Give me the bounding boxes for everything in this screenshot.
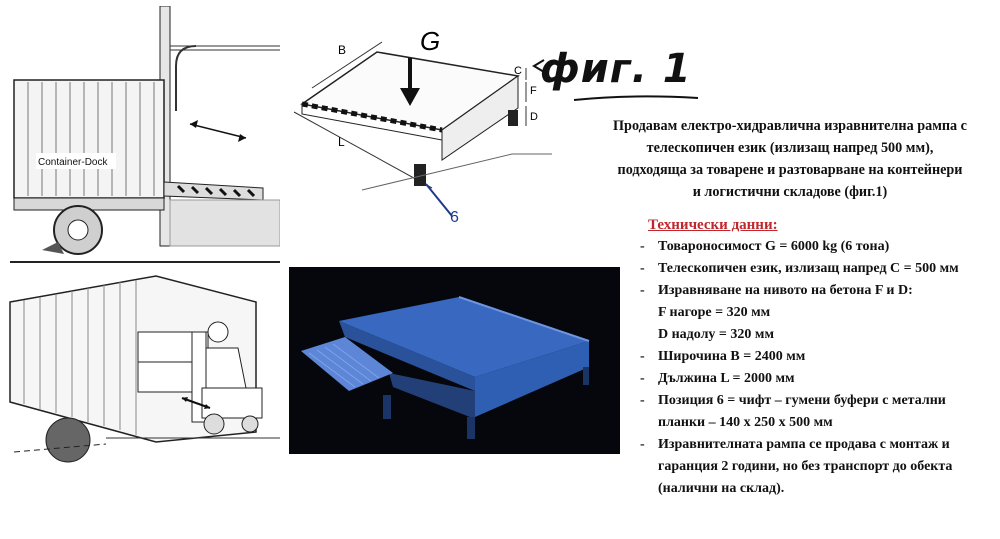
- spec-item: Телескопичен език, излизащ напред C = 50…: [628, 258, 984, 280]
- dim-l-label: L: [338, 135, 345, 149]
- ramp-diagram: B L C F D G 6: [293, 26, 552, 226]
- dim-f-label: F: [530, 85, 537, 97]
- dim-b-label: B: [338, 43, 346, 57]
- load-g-label: G: [420, 26, 440, 56]
- dim-d-label: D: [530, 111, 538, 123]
- bumper-6-label: 6: [450, 209, 459, 226]
- container-dock-label: Container-Dock: [38, 157, 108, 168]
- spec-leveling-up: F нагоре = 320 мм: [658, 305, 771, 320]
- spec-item: Изравнителната рампа се продава с монтаж…: [628, 434, 984, 500]
- spec-bumpers: Позиция 6 = чифт – гумени буфери с метал…: [658, 393, 946, 430]
- spec-item: Широчина B = 2400 мм: [628, 346, 984, 368]
- spec-item: Позиция 6 = чифт – гумени буфери с метал…: [628, 390, 984, 434]
- specs-list: Товароносимост G = 6000 kg (6 тона) Теле…: [628, 236, 984, 500]
- spec-item: Дължина L = 2000 мм: [628, 368, 984, 390]
- truck-dock-drawing: Container-Dock: [10, 6, 280, 263]
- spec-width: Широчина B = 2400 мм: [658, 349, 806, 364]
- spec-leveling-down: D надолу = 320 мм: [658, 327, 774, 342]
- dim-c-label: C: [514, 65, 522, 77]
- dock-leveler-photo: [289, 267, 620, 454]
- spec-sale-terms: Изравнителната рампа се продава с монтаж…: [658, 437, 953, 496]
- spec-length: Дължина L = 2000 мм: [658, 371, 795, 386]
- spec-leveling: Изравняване на нивото на бетона F и D:: [658, 283, 913, 298]
- forklift-drawing: [9, 275, 280, 463]
- spec-item: Товароносимост G = 6000 kg (6 тона): [628, 236, 984, 258]
- spec-telescopic-lip: Телескопичен език, излизащ напред C = 50…: [658, 261, 959, 276]
- intro-text: Продавам електро-хидравлична изравнителн…: [613, 118, 967, 200]
- specs-title: Технически данни:: [648, 217, 778, 233]
- spec-capacity: Товароносимост G = 6000 kg (6 тона): [658, 239, 890, 254]
- figure-label: фиг. 1: [540, 46, 692, 92]
- spec-item: Изравняване на нивото на бетона F и D: F…: [628, 280, 984, 346]
- figure-underline: [573, 95, 699, 101]
